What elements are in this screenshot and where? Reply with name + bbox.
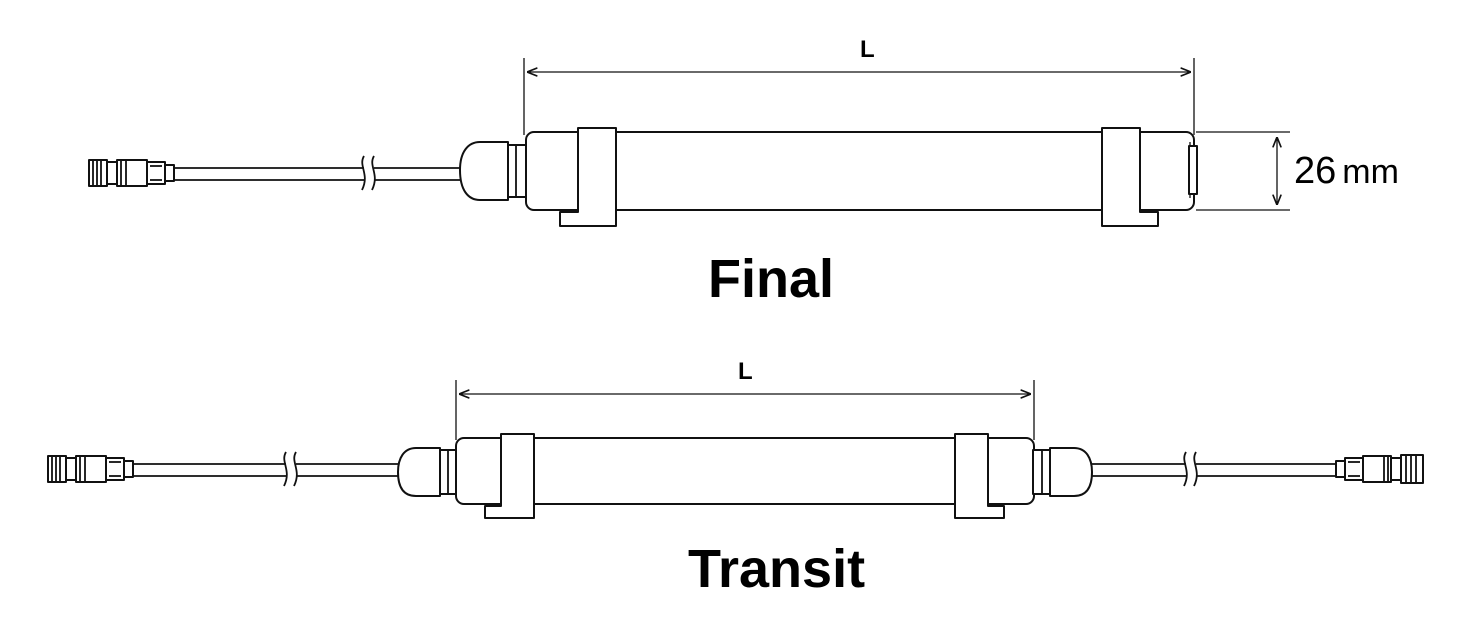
transit-end-cap-right xyxy=(1032,447,1093,497)
transit-connector-right xyxy=(1335,454,1424,484)
final-connector xyxy=(88,159,175,187)
transit-cable-right xyxy=(1092,451,1336,487)
final-length-label: L xyxy=(860,36,875,63)
transit-clip-right xyxy=(954,433,1005,519)
transit-cable-left xyxy=(133,451,398,487)
transit-length-label: L xyxy=(738,358,753,385)
final-length-dimension xyxy=(523,58,1195,135)
final-title: Final xyxy=(708,249,835,309)
transit-length-dimension xyxy=(455,380,1035,440)
final-tube xyxy=(525,131,1198,211)
transit-title: Transit xyxy=(688,539,866,599)
transit-tube xyxy=(455,437,1035,505)
transit-assembly xyxy=(47,380,1424,519)
final-clip-right xyxy=(1101,127,1159,227)
final-diameter-dimension xyxy=(1196,131,1290,211)
final-clip-left xyxy=(559,127,617,227)
final-cable xyxy=(174,155,460,191)
transit-clip-left xyxy=(484,433,535,519)
final-end-cap xyxy=(459,141,527,201)
final-assembly xyxy=(88,58,1290,227)
final-diameter-unit: mm xyxy=(1342,153,1399,191)
final-diameter-value: 26 xyxy=(1294,150,1337,192)
transit-end-cap-left xyxy=(397,447,458,497)
transit-connector-left xyxy=(47,455,134,483)
